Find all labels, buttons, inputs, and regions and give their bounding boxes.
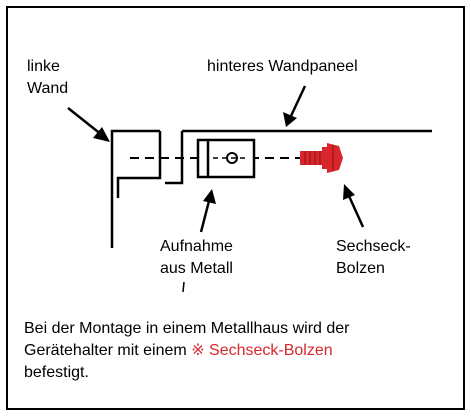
label-metal-mount-line2: aus Metall (160, 260, 233, 277)
label-hex-bolt-line2: Bolzen (336, 260, 385, 277)
caption-line-2: Gerätehalter mit einem ※ Sechseck-Bolzen (24, 340, 454, 362)
reference-mark-icon: ※ (191, 342, 205, 359)
hex-bolt-icon (296, 143, 343, 173)
left-wall-inner-flange (116, 131, 162, 198)
arrow-metal-mount (199, 189, 216, 233)
caption-line-3: befestigt. (24, 364, 89, 381)
label-left-wall-line2: Wand (27, 80, 69, 97)
label-hex-bolt-line1: Sechseck- (336, 238, 411, 255)
label-rear-panel: hinteres Wandpaneel (207, 58, 358, 75)
label-left-wall-line1: linke (27, 58, 60, 75)
left-wall-profile (110, 129, 160, 248)
caption-bolt-name: Sechseck-Bolzen (204, 342, 333, 359)
label-metal-mount-line1: Aufnahme (160, 238, 233, 255)
label-left-wall: linke Wand (27, 56, 68, 100)
caption-line-1: Bei der Montage in einem Metallhaus wird… (24, 320, 350, 337)
label-hex-bolt: Sechseck- Bolzen (336, 236, 411, 280)
rear-panel-flange (165, 131, 184, 185)
caption-text: Bei der Montage in einem Metallhaus wird… (24, 318, 454, 384)
diagram-frame (6, 6, 465, 410)
arrow-rear-panel (283, 85, 307, 127)
leader-tick (182, 281, 185, 293)
label-metal-mount: Aufnahme aus Metall (160, 236, 233, 280)
caption-line-2-text: Gerätehalter mit einem (24, 342, 192, 359)
arrow-hex-bolt (343, 184, 365, 228)
arrow-left-wall (67, 107, 110, 142)
